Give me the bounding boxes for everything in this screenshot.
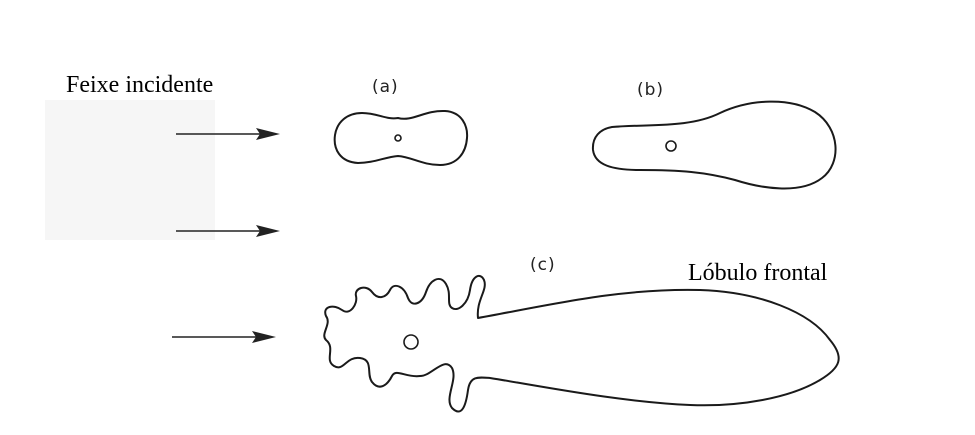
particle-b (665, 140, 677, 152)
incident-arrow-a (176, 128, 280, 140)
scan-smudge (45, 100, 215, 240)
panel-a-label: (a) (372, 77, 399, 97)
panel-b-label: (b) (637, 80, 664, 100)
pattern-a-outline (333, 109, 469, 166)
particle-a (394, 134, 402, 142)
particle-c (403, 334, 419, 350)
scattering-pattern-c (323, 274, 840, 413)
pattern-b-outline (591, 100, 837, 190)
pattern-c-outline (323, 274, 840, 413)
scattering-pattern-a (333, 109, 469, 166)
incident-beam-label: Feixe incidente (66, 72, 213, 98)
frontal-lobe-label: Lóbulo frontal (688, 260, 828, 286)
panel-c-label: (c) (530, 255, 556, 275)
scattering-pattern-b (591, 100, 837, 190)
incident-arrow-b (176, 225, 280, 237)
incident-arrow-c (172, 331, 276, 343)
